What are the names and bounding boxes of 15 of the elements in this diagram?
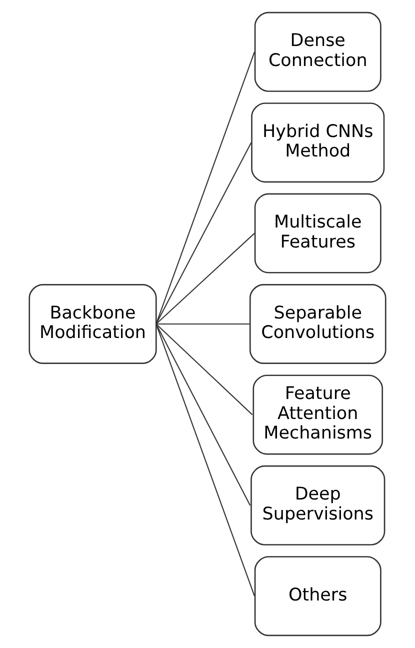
connector (156, 324, 253, 416)
node-box: Others (254, 556, 382, 636)
connector (156, 142, 252, 324)
connector (156, 323, 250, 325)
connector (156, 52, 255, 324)
connector (156, 232, 255, 324)
node-box: Deep Supervisions (250, 465, 386, 546)
connector (156, 324, 251, 506)
node-box: Multiscale Features (254, 193, 382, 274)
node-box: Separable Convolutions (249, 284, 386, 364)
node-box: Dense Connection (254, 12, 382, 92)
node-box: Feature Attention Mechanisms (252, 374, 383, 455)
node-box: Hybrid CNNs Method (251, 102, 385, 183)
node-box: Backbone Modification (28, 284, 157, 364)
connector (156, 324, 255, 596)
